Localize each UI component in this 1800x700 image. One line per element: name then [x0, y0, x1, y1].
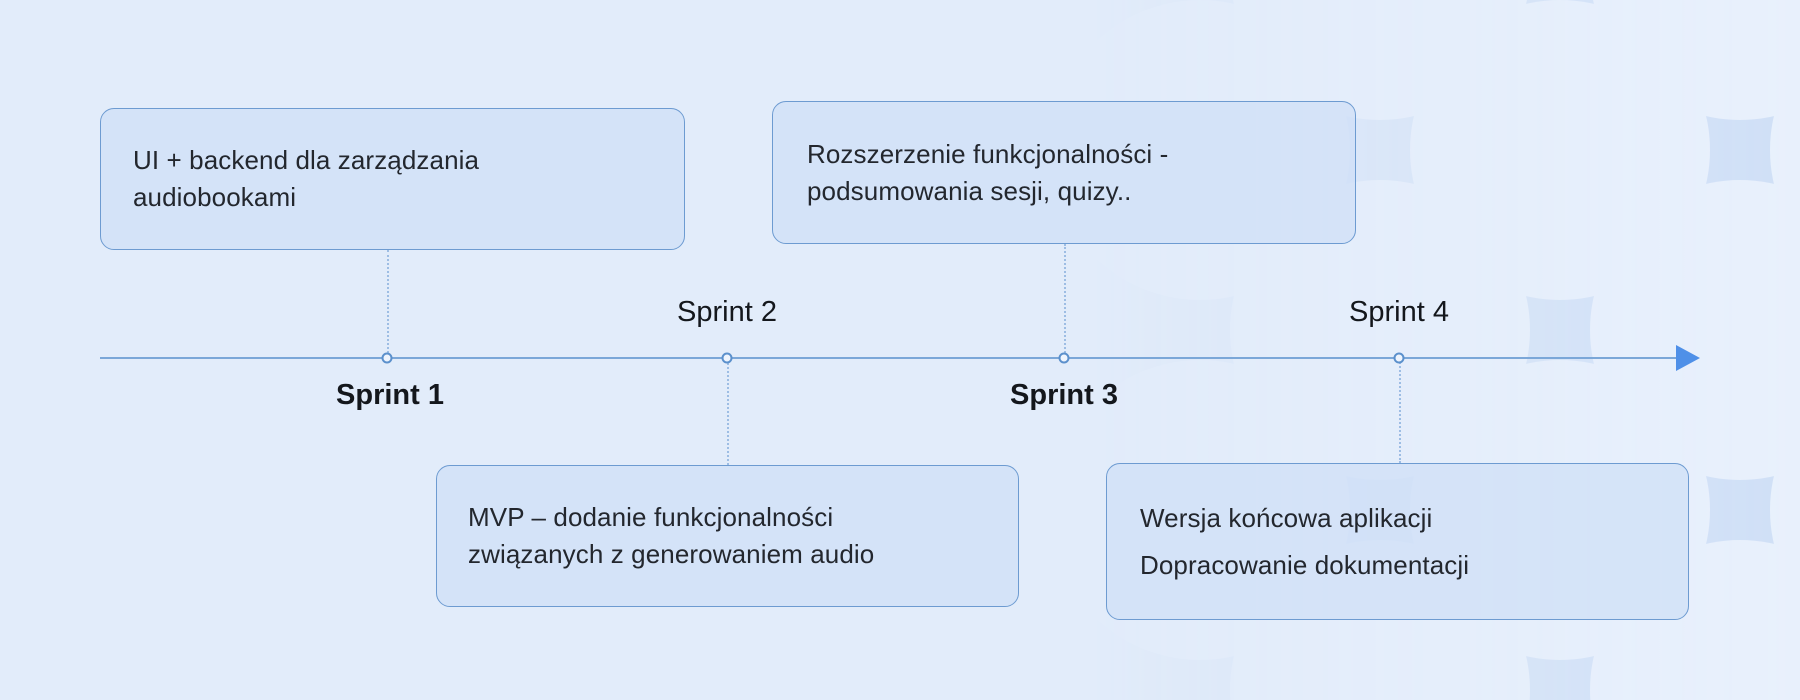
connector-sprint-4 — [1399, 359, 1401, 463]
sprint-label-3: Sprint 3 — [1010, 379, 1118, 411]
milestone-text-line: Dopracowanie dokumentacji — [1140, 549, 1470, 580]
timeline-arrow-icon — [1676, 345, 1700, 371]
timeline-axis — [100, 357, 1682, 359]
sprint-label-1: Sprint 1 — [336, 379, 444, 411]
connector-sprint-2 — [727, 359, 729, 465]
milestone-text-line: związanych z generowaniem audio — [468, 539, 875, 569]
node-sprint-2[interactable] — [721, 352, 733, 364]
milestone-text-line: Rozszerzenie funkcjonalności - — [807, 138, 1169, 169]
milestone-text-line: podsumowania sesji, quizy.. — [807, 175, 1132, 206]
milestone-text-line: UI + backend dla zarządzania — [133, 145, 480, 176]
milestone-text-line: Wersja końcowa aplikacji — [1140, 502, 1433, 533]
milestone-box-sprint-2[interactable]: MVP – dodanie funkcjonalności związanych… — [436, 465, 1019, 607]
sprint-label-2: Sprint 2 — [677, 296, 777, 328]
node-sprint-4[interactable] — [1393, 352, 1405, 364]
milestone-text-line: audiobookami — [133, 182, 297, 212]
node-sprint-3[interactable] — [1058, 352, 1070, 364]
milestone-text-line: MVP – dodanie funkcjonalności — [468, 502, 834, 533]
milestone-box-sprint-1[interactable]: UI + backend dla zarządzania audiobookam… — [100, 108, 685, 250]
milestone-box-sprint-4[interactable]: Wersja końcowa aplikacji Dopracowanie do… — [1106, 463, 1689, 620]
milestone-box-sprint-3[interactable]: Rozszerzenie funkcjonalności - podsumowa… — [772, 101, 1356, 244]
sprint-label-4: Sprint 4 — [1349, 296, 1449, 328]
connector-sprint-3 — [1064, 244, 1066, 357]
node-sprint-1[interactable] — [381, 352, 393, 364]
connector-sprint-1 — [387, 250, 389, 357]
